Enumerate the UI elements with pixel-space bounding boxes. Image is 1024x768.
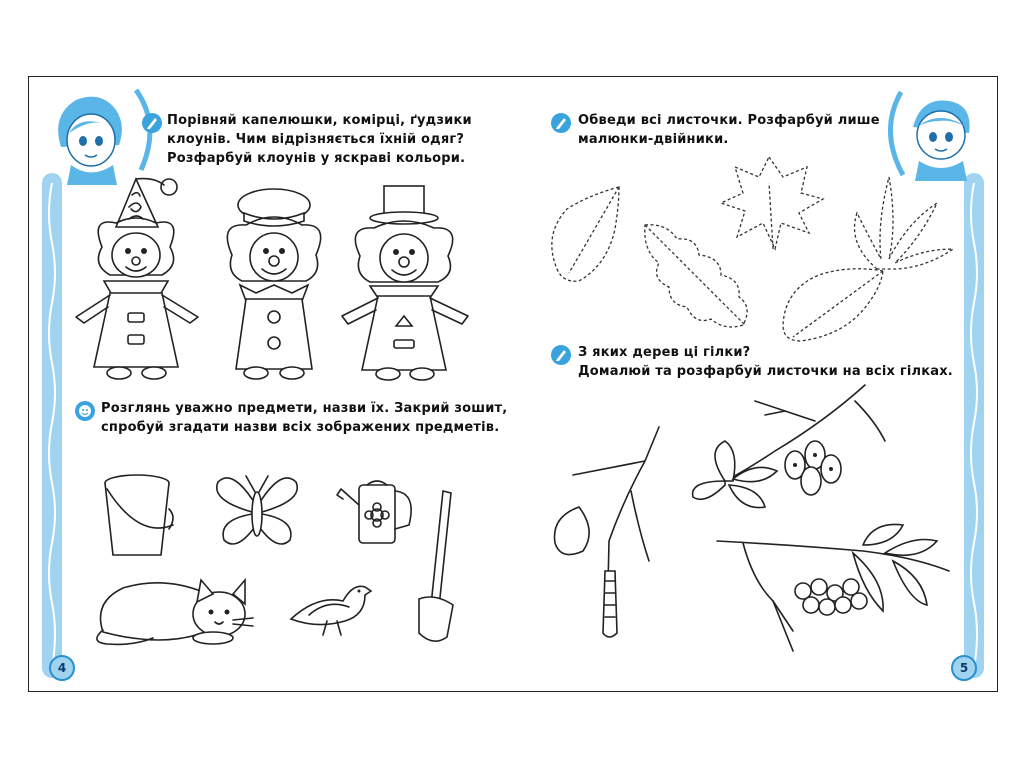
- chestnut-branch-illustration: [691, 384, 886, 509]
- page-number-right: 5: [951, 655, 977, 681]
- dotted-maple-leaf: [719, 155, 825, 251]
- butterfly-illustration: [215, 475, 299, 545]
- workbook-spread: Порівняй капелюшки, комірці, ґудзики кло…: [28, 76, 998, 692]
- rowan-branch-illustration: [716, 523, 950, 652]
- watering-can-illustration: [336, 480, 412, 544]
- right-task2-text: З яких дерев ці гілки? Домалюй та розфар…: [578, 343, 953, 381]
- task-line: З яких дерев ці гілки?: [578, 345, 751, 360]
- pencil-icon: [142, 113, 162, 133]
- task-line: спробуй згадати назви всіх зображених пр…: [101, 420, 500, 435]
- task-line: Порівняй капелюшки, комірці, ґудзики: [167, 113, 472, 128]
- left-page-side-band: [42, 173, 62, 678]
- smile-icon: [75, 401, 95, 421]
- dotted-birch-leaf-1: [551, 186, 620, 282]
- task-line: малюнки-двійники.: [578, 132, 729, 147]
- pencil-icon: [551, 345, 571, 365]
- task-line: Обведи всі листочки. Розфарбуй лише: [578, 113, 880, 128]
- bird-illustration: [289, 585, 373, 636]
- girl-mascot-illustration: [58, 88, 153, 185]
- left-task1-text: Порівняй капелюшки, комірці, ґудзики кло…: [167, 111, 472, 168]
- clown-cap-illustration: [226, 188, 322, 380]
- task-line: Розглянь уважно предмети, назви їх. Закр…: [101, 401, 508, 416]
- dotted-oak-leaf: [644, 224, 748, 328]
- task-line: клоунів. Чим відрізняється їхній одяг?: [167, 132, 465, 147]
- cat-illustration: [96, 577, 254, 646]
- clown-top-hat-illustration: [341, 185, 469, 381]
- task-line: Розфарбуй клоунів у яскраві кольори.: [167, 151, 466, 166]
- pencil-icon: [551, 113, 571, 133]
- task-line: Домалюй та розфарбуй листочки на всіх гі…: [578, 364, 953, 379]
- left-task2-text: Розглянь уважно предмети, назви їх. Закр…: [101, 399, 507, 437]
- dotted-birch-leaf-2: [782, 268, 884, 342]
- birch-branch-illustration: [553, 426, 660, 638]
- bucket-illustration: [104, 474, 174, 556]
- right-task1-text: Обведи всі листочки. Розфарбуй лише малю…: [578, 111, 880, 149]
- clown-pointed-hat-illustration: [75, 177, 199, 380]
- shovel-illustration: [418, 490, 454, 642]
- dotted-chestnut-leaf: [853, 176, 956, 270]
- right-page-side-band: [964, 173, 984, 678]
- boy-mascot-illustration: [888, 90, 970, 181]
- page-number-left: 4: [49, 655, 75, 681]
